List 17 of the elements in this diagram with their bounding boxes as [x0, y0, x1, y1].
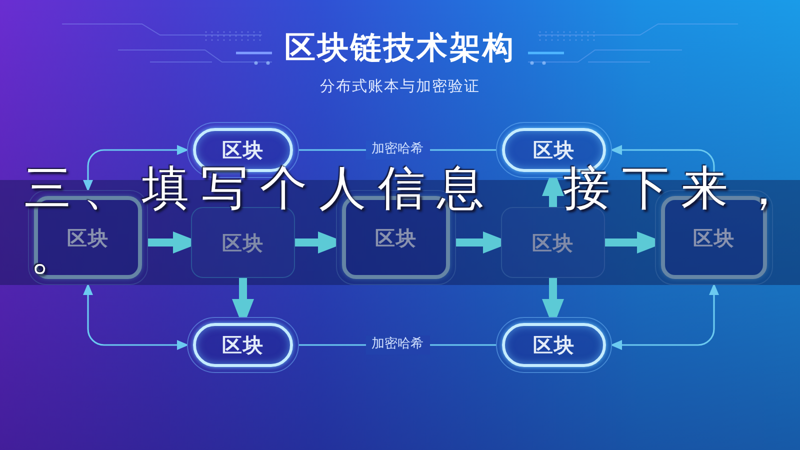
overlay-caption: 三、填写个人信息 接下来， [24, 163, 799, 215]
edge-label: 加密哈希 [366, 336, 430, 354]
pill-node [496, 317, 612, 373]
node-label: 区块 [222, 333, 264, 357]
node-label: 区块 [532, 230, 574, 254]
node-label: 区块 [533, 138, 575, 162]
node-label: 区块 [67, 226, 109, 250]
overlay-caption: 。 [30, 230, 56, 277]
pill-node [187, 317, 299, 373]
node-label: 区块 [693, 226, 735, 250]
node-label: 区块 [222, 138, 264, 162]
edge-label: 加密哈希 [366, 140, 430, 160]
title: 区块链技术架构 [284, 30, 516, 68]
node-label: 区块 [222, 230, 264, 254]
node-label: 区块 [533, 333, 575, 357]
node-label: 区块 [375, 226, 417, 250]
subtitle: 分布式账本与加密验证 [320, 77, 480, 96]
